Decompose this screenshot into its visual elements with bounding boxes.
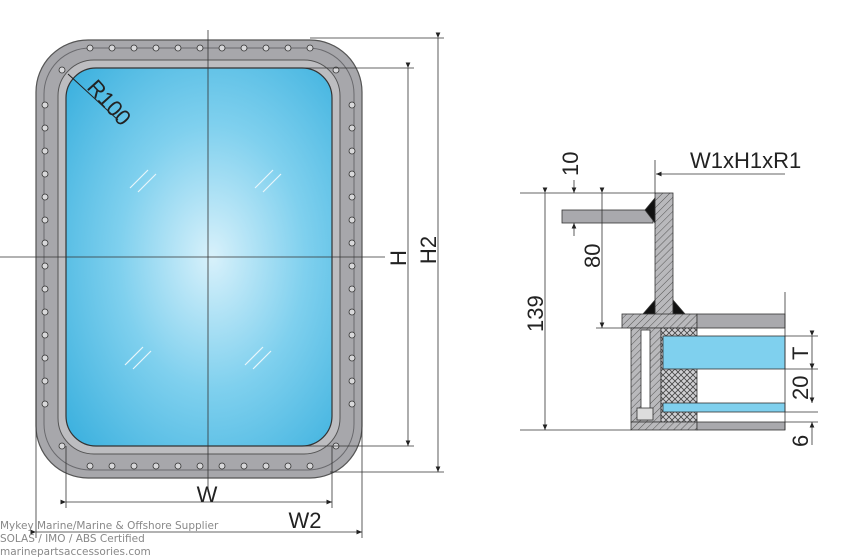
bolt-hole: [348, 216, 356, 224]
bolt-hole: [152, 462, 160, 470]
bolt-hole: [348, 331, 356, 339]
bolt-hole: [58, 442, 66, 450]
size-label: W1xH1xR1: [690, 148, 801, 173]
height-label: H: [386, 250, 411, 266]
bolt-hole: [240, 462, 248, 470]
bolt-hole: [348, 124, 356, 132]
bolt-hole: [348, 239, 356, 247]
watermark-cert: SOLAS / IMO / ABS Certified: [0, 533, 145, 545]
bolt-hole: [41, 262, 49, 270]
bolt-hole: [130, 44, 138, 52]
bolt-hole: [348, 308, 356, 316]
bolt-hole: [130, 462, 138, 470]
height2-label: H2: [416, 236, 441, 264]
window-front-view: R100 H H2 W W2: [0, 30, 444, 538]
width2-label: W2: [289, 508, 322, 533]
glass-outer-layer: [662, 335, 786, 370]
dim-t: T: [788, 347, 813, 360]
bolt-hole: [41, 377, 49, 385]
bolt-hole: [174, 462, 182, 470]
width-label: W: [197, 482, 218, 507]
bolt-hole: [196, 44, 204, 52]
bolt-hole: [41, 285, 49, 293]
bolt-hole: [41, 124, 49, 132]
dim-10: 10: [558, 152, 583, 176]
bolt-hole: [348, 101, 356, 109]
watermark-company: Mykey Marine/Marine & Offshore Supplier: [0, 520, 219, 532]
bolt-hole: [86, 44, 94, 52]
section-view: W1xH1xR1 10 80 139 T 20 6: [520, 148, 818, 447]
bolt-hole: [41, 354, 49, 362]
bolt-hole: [348, 400, 356, 408]
bolt-hole: [348, 193, 356, 201]
bolt-hole: [332, 66, 340, 74]
bolt-hole: [41, 216, 49, 224]
bolt-hole: [306, 462, 314, 470]
bolt-hole: [41, 239, 49, 247]
bolt-hole: [196, 462, 204, 470]
bolt-hole: [348, 147, 356, 155]
bolt-hole: [306, 44, 314, 52]
bolt-hole: [86, 462, 94, 470]
bolt-hole: [348, 262, 356, 270]
bolt-holes: [41, 44, 356, 470]
bolt-hole: [41, 147, 49, 155]
bolt-hole: [174, 44, 182, 52]
bolt-hole: [108, 462, 116, 470]
bolt-hole: [218, 44, 226, 52]
bolt-hole: [284, 462, 292, 470]
bolt-hole: [262, 462, 270, 470]
bolt-hole: [41, 170, 49, 178]
dim-80: 80: [580, 244, 605, 268]
bolt-hole: [41, 308, 49, 316]
vertical-plate: [654, 192, 674, 316]
glass-inner-layer: [662, 402, 786, 413]
bolt-hole: [348, 377, 356, 385]
bolt-hole: [41, 101, 49, 109]
watermark-url: marinepartsaccessories.com: [0, 546, 151, 558]
stiffener-flange: [561, 209, 654, 224]
bolt-hole: [152, 44, 160, 52]
dim-20: 20: [788, 376, 813, 400]
bolt-hole: [240, 44, 248, 52]
bolt-hole: [348, 354, 356, 362]
bolt-hole: [41, 400, 49, 408]
bolt-hole: [41, 193, 49, 201]
bolt-hole: [58, 66, 66, 74]
bolt-hole: [262, 44, 270, 52]
bolt-hole: [284, 44, 292, 52]
base-plate: [621, 313, 698, 329]
dim-139: 139: [523, 295, 548, 332]
bolt-hole: [41, 331, 49, 339]
bolt-hole: [348, 170, 356, 178]
dim-6: 6: [788, 435, 813, 447]
glass-reflection-marks: [124, 169, 282, 370]
bolt-hole: [108, 44, 116, 52]
bolt-hole: [348, 285, 356, 293]
bolt-hole: [218, 462, 226, 470]
